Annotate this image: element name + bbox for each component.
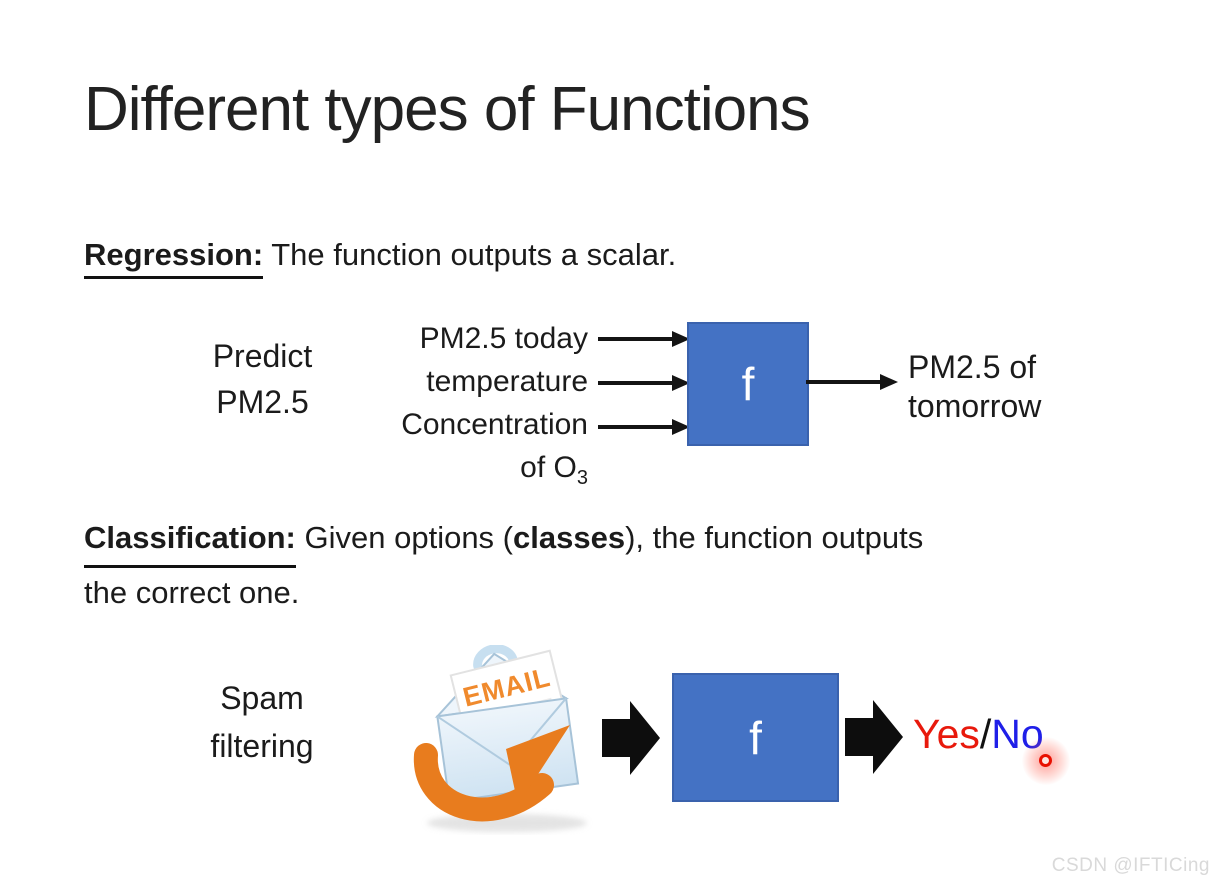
input-arrow-2 (598, 375, 690, 391)
classification-definition-line1: Classification: Given options (classes),… (84, 513, 923, 568)
regression-output-label: PM2.5 of tomorrow (908, 348, 1041, 426)
page-title: Different types of Functions (84, 75, 811, 144)
classification-definition-line2: the correct one. (84, 575, 300, 610)
email-icon: EMAIL (413, 645, 587, 832)
regression-example-line1: Predict (212, 338, 313, 374)
function-box-classification: f (672, 673, 839, 802)
watermark: CSDN @IFTICing (1051, 855, 1210, 876)
classes-bold: classes (513, 520, 626, 555)
email-swoosh-arrow (413, 725, 570, 822)
block-arrow-1 (602, 701, 660, 775)
block-arrow-2 (845, 700, 903, 774)
yes-label: Yes (913, 711, 980, 757)
regression-definition: Regression: The function outputs a scala… (84, 237, 676, 279)
input-label-temperature: temperature (426, 365, 588, 398)
regression-example-line2: PM2.5 (216, 384, 309, 420)
classification-definition: Classification: Given options (classes),… (84, 513, 923, 617)
slash: / (979, 711, 992, 757)
input-label-pm25-today: PM2.5 today (419, 322, 588, 355)
spam-line1: Spam (220, 680, 304, 716)
classification-term: Classification: (84, 513, 296, 568)
input-arrow-1 (598, 331, 690, 347)
regression-inputs: PM2.5 today temperature Concentration of… (320, 317, 588, 500)
function-box-regression: f (687, 322, 809, 446)
input-label-concentration: Concentration (401, 408, 588, 441)
classification-output-label: Yes/No (913, 711, 1044, 758)
output-line2: tomorrow (908, 388, 1042, 424)
laser-pointer-dot (1039, 754, 1052, 767)
input-label-o3: of O3 (520, 451, 588, 489)
regression-example-label: Predict PM2.5 (175, 333, 350, 425)
output-arrow (806, 374, 898, 390)
output-line1: PM2.5 of (908, 349, 1037, 385)
input-arrow-3 (598, 419, 690, 435)
regression-term: Regression: (84, 237, 264, 279)
no-label: No (991, 711, 1044, 757)
subscript-3: 3 (576, 467, 588, 489)
spam-line2: filtering (210, 728, 314, 764)
classification-example-label: Spam filtering (182, 674, 342, 770)
function-symbol: f (749, 711, 762, 764)
regression-definition-text: The function outputs a scalar. (263, 237, 677, 272)
function-symbol: f (741, 358, 755, 410)
